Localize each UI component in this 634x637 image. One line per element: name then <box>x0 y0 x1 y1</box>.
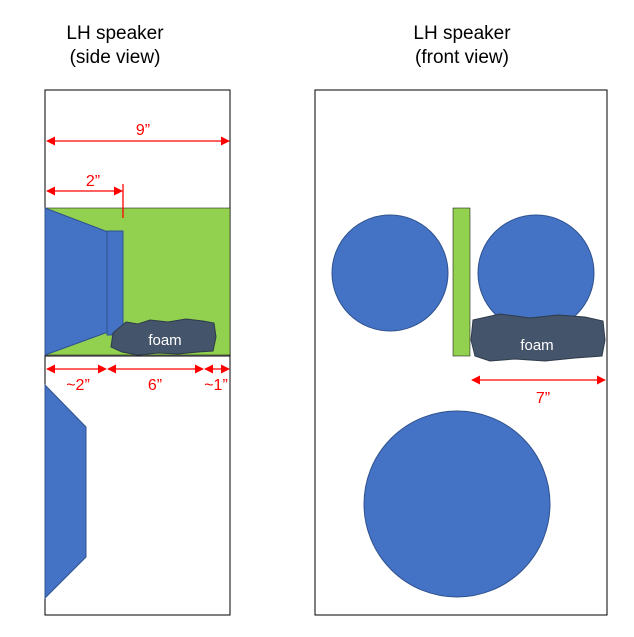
front-view-foam-label: foam <box>520 337 553 354</box>
front-view-left-driver <box>331 214 449 332</box>
side-view-foam-label: foam <box>148 332 181 349</box>
side-view-foam <box>110 318 217 356</box>
front-view-title-line1: LH speaker <box>413 23 511 44</box>
dim-baffle-offset-label: 2” <box>86 173 100 190</box>
dim-total-depth-label: 9” <box>136 122 150 139</box>
side-view-driver-plate <box>106 230 124 336</box>
side-view-title-line1: LH speaker <box>66 23 164 44</box>
front-view-baffle <box>452 207 471 357</box>
dim-rear-gap-label: ~1” <box>204 377 228 394</box>
dim-width-label: 7” <box>536 390 550 407</box>
front-view-title: LH speaker (front view) <box>382 22 542 70</box>
front-view-right-driver <box>477 214 595 332</box>
front-view-title-line2: (front view) <box>415 47 509 68</box>
front-view-foam <box>470 313 606 362</box>
dim-front-gap-label: ~2” <box>66 377 90 394</box>
dim-middle-label: 6” <box>148 377 162 394</box>
side-view-driver-cone <box>44 207 109 356</box>
side-view-title-line2: (side view) <box>69 47 161 68</box>
side-view-lower-driver <box>44 383 87 600</box>
side-view-title: LH speaker (side view) <box>40 22 190 70</box>
front-view-woofer <box>363 410 551 598</box>
